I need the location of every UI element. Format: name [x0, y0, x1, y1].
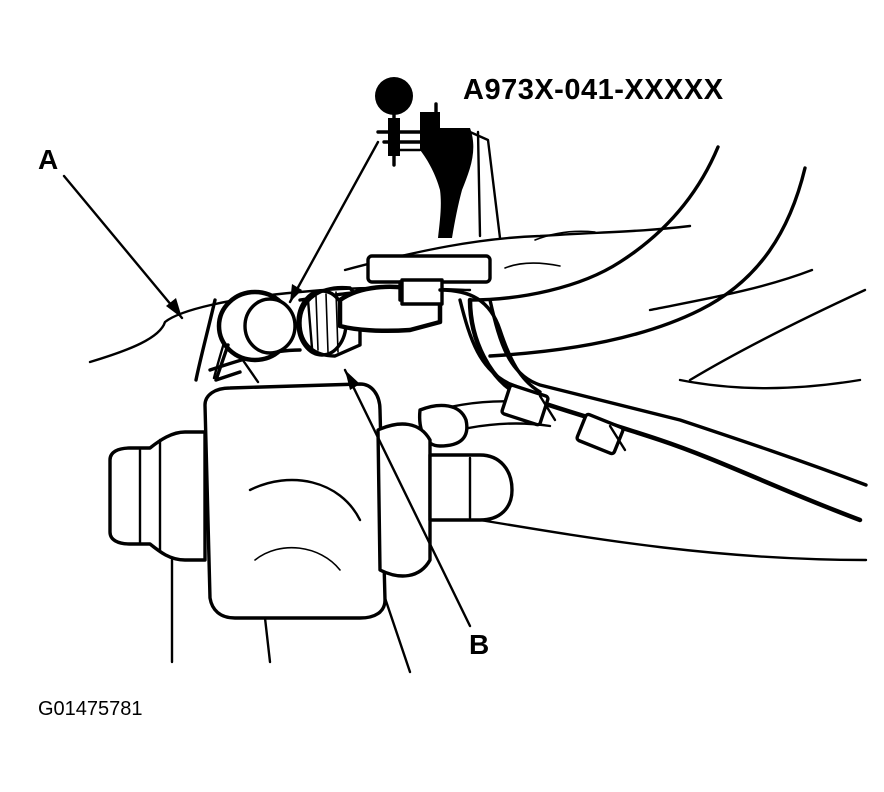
figure-id-label: G01475781 — [38, 698, 143, 720]
special-tool — [375, 77, 502, 240]
arrowhead-a — [166, 298, 182, 318]
leader-lines — [62, 140, 472, 628]
leader-a — [62, 174, 184, 320]
callout-b-label: B — [469, 629, 490, 660]
callout-a-label: A — [38, 144, 59, 175]
leader-b — [343, 368, 472, 628]
arrowhead-b — [345, 370, 360, 390]
brake-lines — [417, 297, 868, 523]
leader-tool — [288, 140, 380, 304]
stabilizer-link — [337, 254, 542, 394]
tool-part-number-label: A973X-041-XXXXX — [463, 74, 724, 106]
bushing-a — [214, 289, 297, 384]
arrowhead-tool — [290, 284, 302, 302]
